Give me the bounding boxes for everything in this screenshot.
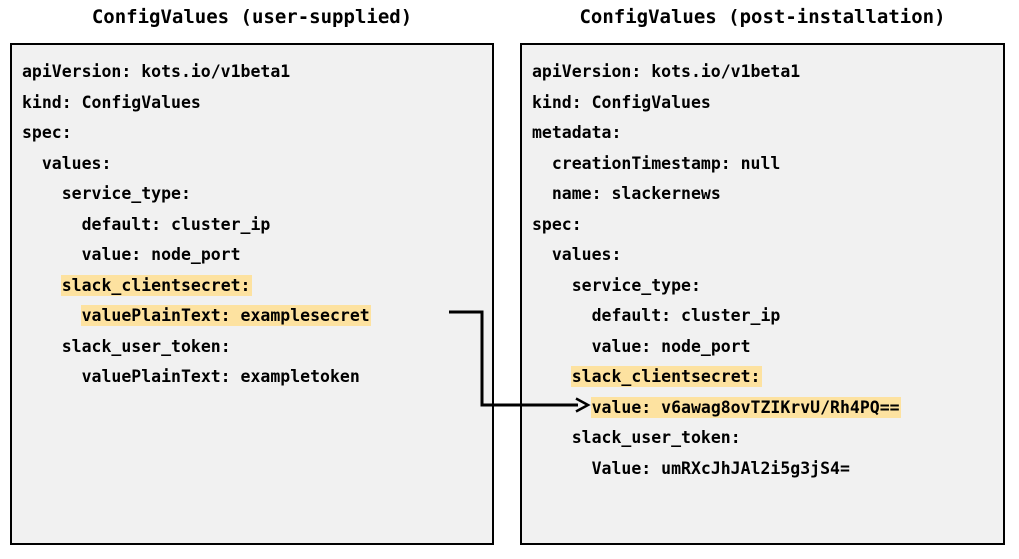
yaml-text: values:: [41, 153, 112, 173]
yaml-text: service_type:: [571, 275, 701, 295]
yaml-text: kind: ConfigValues: [532, 92, 711, 112]
yaml-text: apiVersion: kots.io/v1beta1: [22, 62, 291, 81]
yaml-line: values:: [532, 240, 993, 271]
yaml-indent: [532, 398, 592, 417]
yaml-indent: [532, 184, 552, 203]
yaml-indent: [22, 367, 82, 386]
yaml-indent: [22, 245, 82, 264]
yaml-indent: [532, 337, 592, 356]
yaml-text: values:: [551, 245, 622, 264]
yaml-text: name: slackernews: [551, 184, 721, 203]
yaml-line: default: cluster_ip: [532, 301, 993, 332]
yaml-indent: [532, 459, 592, 478]
yaml-highlighted-text: slack_clientsecret:: [571, 367, 761, 386]
yaml-text: valuePlainText: exampletoken: [81, 367, 360, 386]
yaml-line: kind: ConfigValues: [532, 88, 993, 119]
yaml-text: creationTimestamp: null: [551, 153, 781, 173]
yaml-indent: [22, 337, 62, 356]
yaml-line: name: slackernews: [532, 179, 993, 210]
yaml-line: slack_clientsecret:: [532, 362, 993, 393]
left-yaml-panel: apiVersion: kots.io/v1beta1 kind: ConfigV…: [10, 43, 494, 545]
yaml-line: valuePlainText: exampletoken: [22, 362, 482, 393]
yaml-text: spec:: [532, 214, 582, 234]
yaml-line: value: v6awag8ovTZIKrvU/Rh4PQ==: [532, 393, 993, 424]
yaml-highlighted-text: slack_clientsecret:: [61, 275, 251, 295]
yaml-text: default: cluster_ip: [81, 214, 271, 234]
yaml-text: default: cluster_ip: [591, 306, 781, 325]
yaml-line: apiVersion: kots.io/v1beta1: [532, 57, 993, 88]
yaml-highlighted-text: value: v6awag8ovTZIKrvU/Rh4PQ==: [591, 397, 900, 417]
yaml-indent: [22, 306, 82, 325]
yaml-text: slack_user_token:: [571, 428, 741, 447]
yaml-line: creationTimestamp: null: [532, 149, 993, 180]
yaml-line: slack_user_token:: [532, 423, 993, 454]
yaml-text: spec:: [22, 123, 72, 142]
yaml-line: value: node_port: [22, 240, 482, 271]
yaml-line: slack_clientsecret:: [22, 271, 482, 302]
yaml-line: service_type:: [532, 271, 993, 302]
yaml-indent: [532, 154, 552, 173]
yaml-line: valuePlainText: examplesecret: [22, 301, 482, 332]
yaml-line: Value: umRXcJhJAl2i5g3jS4=: [532, 454, 993, 485]
yaml-indent: [532, 276, 572, 295]
yaml-text: slack_user_token:: [61, 336, 231, 356]
yaml-indent: [532, 306, 592, 325]
yaml-line: apiVersion: kots.io/v1beta1: [22, 57, 482, 88]
yaml-line: spec:: [532, 210, 993, 241]
yaml-text: value: node_port: [81, 245, 241, 264]
right-yaml-panel: apiVersion: kots.io/v1beta1 kind: ConfigV…: [520, 43, 1005, 545]
yaml-line: default: cluster_ip: [22, 210, 482, 241]
yaml-line: value: node_port: [532, 332, 993, 363]
yaml-indent: [532, 428, 572, 447]
yaml-indent: [22, 154, 42, 173]
yaml-text: value: node_port: [591, 336, 751, 356]
right-panel-title: ConfigValues (post-installation): [579, 6, 946, 28]
yaml-text: metadata:: [532, 123, 622, 142]
yaml-line: values:: [22, 149, 482, 180]
yaml-text: apiVersion: kots.io/v1beta1: [532, 62, 801, 81]
yaml-indent: [532, 245, 552, 264]
left-panel-title: ConfigValues (user-supplied): [91, 6, 413, 28]
yaml-indent: [532, 367, 572, 386]
yaml-line: kind: ConfigValues: [22, 88, 482, 119]
yaml-text: service_type:: [61, 184, 191, 203]
yaml-line: slack_user_token:: [22, 332, 482, 363]
yaml-indent: [22, 215, 82, 234]
yaml-line: spec:: [22, 118, 482, 149]
yaml-line: service_type:: [22, 179, 482, 210]
yaml-line: metadata:: [532, 118, 993, 149]
yaml-indent: [22, 276, 62, 295]
yaml-text: kind: ConfigValues: [22, 92, 201, 112]
yaml-indent: [22, 184, 62, 203]
yaml-text: Value: umRXcJhJAl2i5g3jS4=: [591, 458, 850, 478]
yaml-highlighted-text: valuePlainText: examplesecret: [81, 306, 370, 325]
